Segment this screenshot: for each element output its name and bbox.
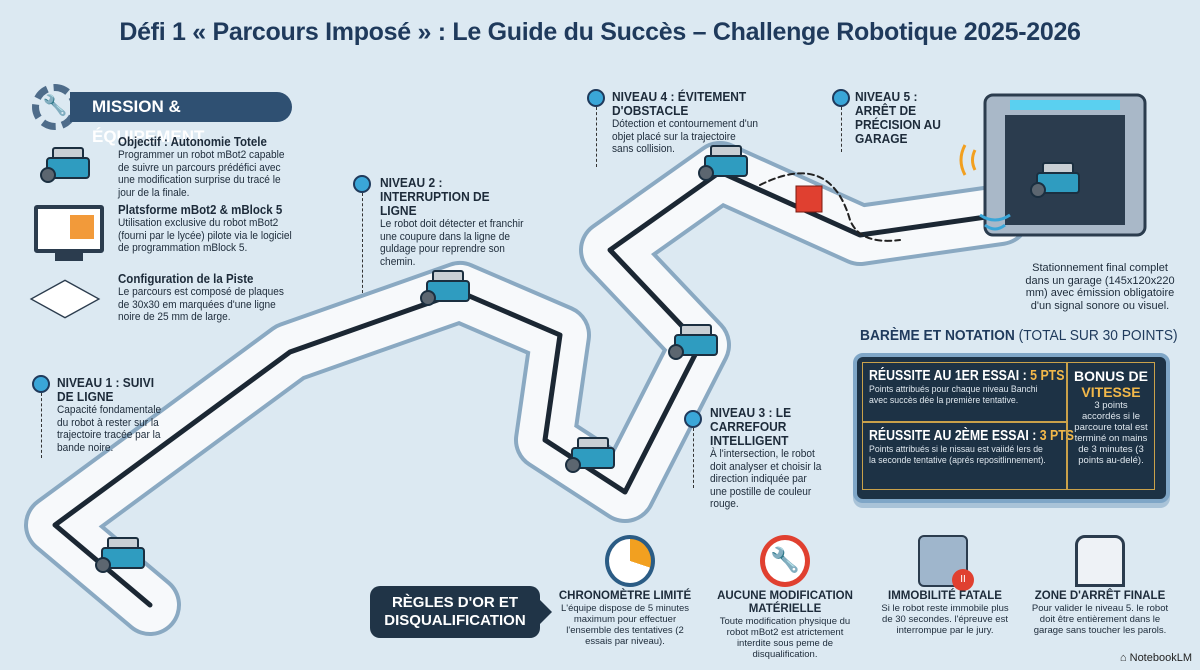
robot-icon [30,140,106,190]
stopwatch-icon [605,535,655,587]
level-5-text: Stationnement final complet dans un gara… [1025,262,1175,312]
wrench-icon: 🔧 [42,95,68,117]
robot-icon [565,435,619,475]
level-marker [832,89,850,107]
robot-icon [420,268,474,308]
level-marker [353,175,371,193]
leader-line [693,428,694,488]
score-second-try: RÉUSSITE AU 2ÈME ESSAI : 3 PTS Points at… [862,422,1074,490]
no-wrench-icon: 🔧 [760,535,810,587]
garage-icon [1075,535,1125,587]
obstacle-cube [795,185,823,213]
leader-line [41,393,42,458]
signal-icon [959,144,977,176]
score-first-try: RÉUSSITE AU 1ER ESSAI : 5 PTS Points att… [862,362,1067,422]
robot-pause-icon: II [918,535,974,591]
monitor-stand [55,253,83,261]
avoidance-path [759,172,901,242]
robot-icon [1030,160,1084,200]
leader-line [841,107,842,152]
rules-heading: RÈGLES D'OR ET DISQUALIFICATION [370,586,552,638]
robot-icon [668,322,722,362]
notebooklm-logo: ⌂ NotebookLM [1119,652,1192,664]
robot-icon [95,535,149,575]
scoring-board: RÉUSSITE AU 1ER ESSAI : 5 PTS Points att… [853,353,1170,503]
level-5-title: NIVEAU 5 : ARRÊT DE PRÉCISION AU GARAGE [855,89,941,146]
level-marker [684,410,702,428]
mission-banner: MISSION & ÉQUIPEMENT [70,92,292,146]
level-marker [32,375,50,393]
monitor-icon [34,205,104,253]
page-title: Défi 1 « Parcours Imposé » : Le Guide du… [119,18,1081,46]
robot-icon [698,143,752,183]
level-marker [587,89,605,107]
scoring-title: BARÈME ET NOTATION (TOTAL SUR 30 POINTS) [860,328,1178,344]
signal-icon [979,213,1011,231]
leader-line [596,107,597,167]
leader-line [362,193,363,293]
